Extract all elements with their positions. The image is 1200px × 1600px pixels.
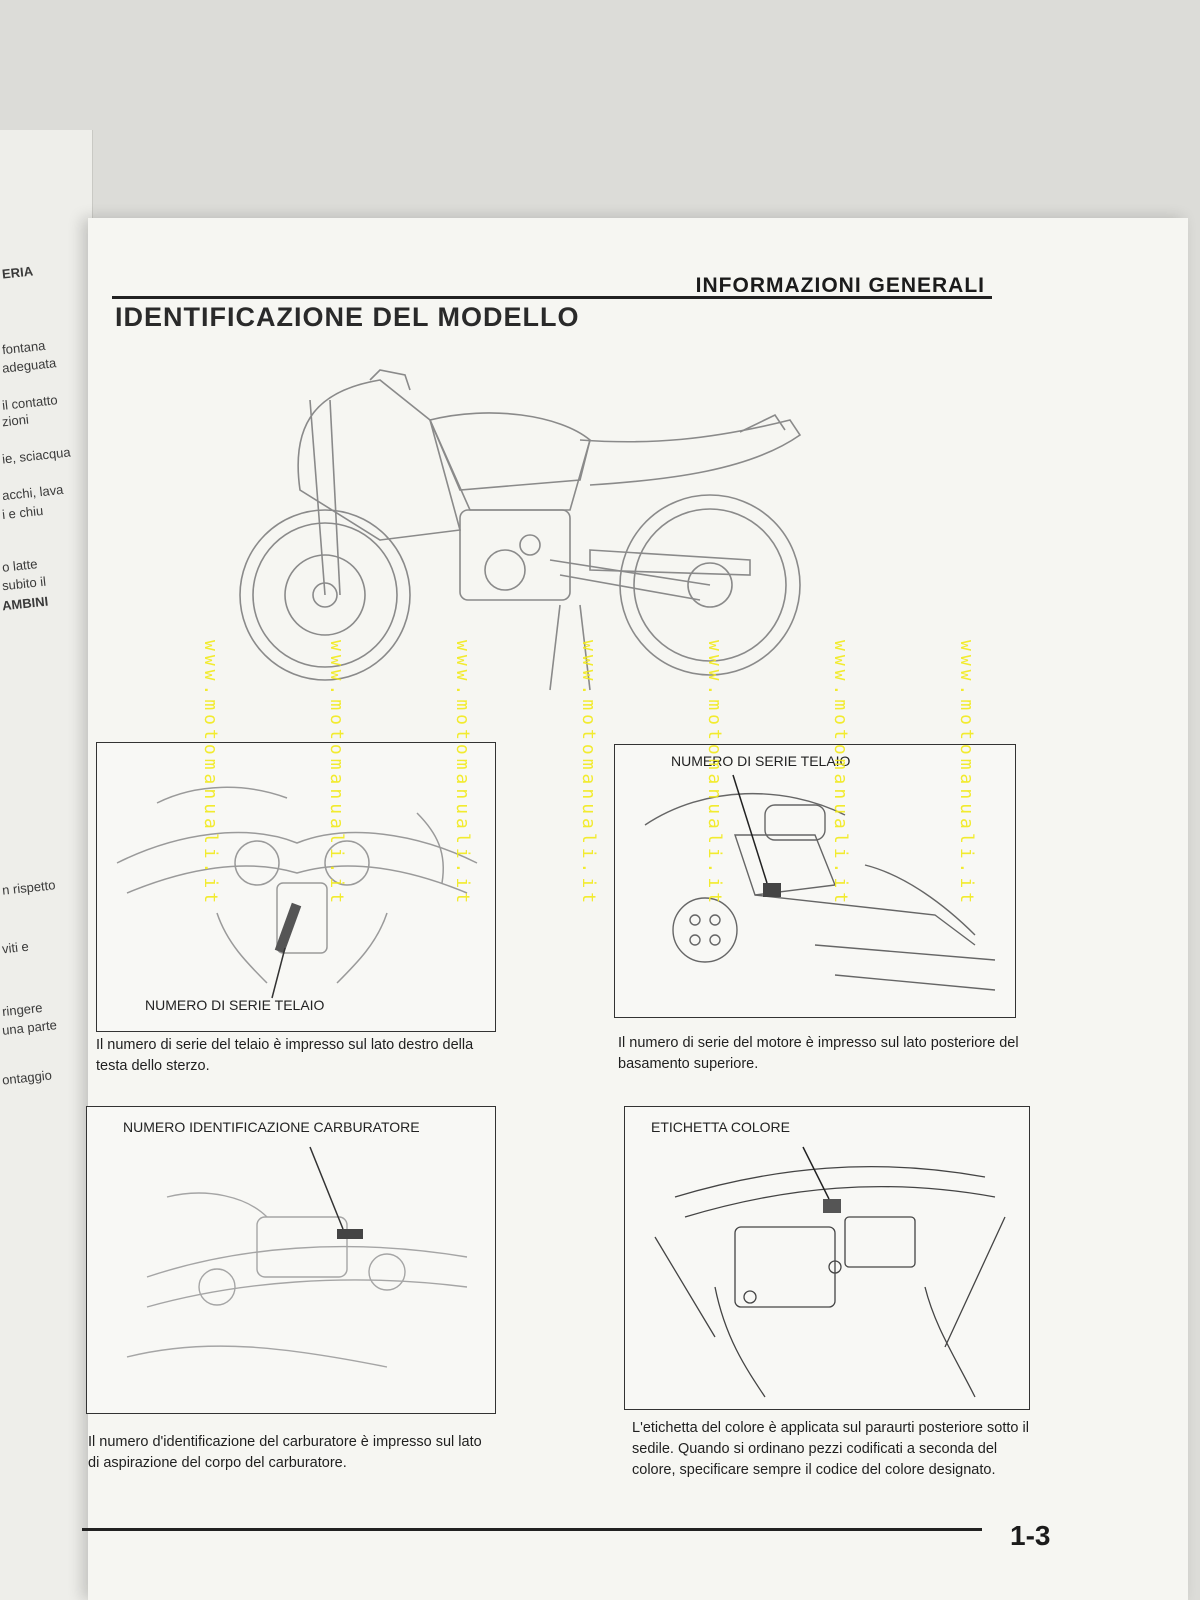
figure-label: NUMERO IDENTIFICAZIONE CARBURATORE	[123, 1119, 420, 1135]
figure-caption: L'etichetta del colore è applicata sul p…	[632, 1420, 1029, 1478]
figure-frame-serial: NUMERO DI SERIE TELAIO	[96, 742, 496, 1032]
prev-page-fragment: adeguata	[1, 355, 57, 376]
figure-label: NUMERO DI SERIE TELAIO	[145, 997, 325, 1013]
engine-serial-mark	[763, 883, 781, 897]
watermark: www.motomanuali.it	[956, 640, 977, 908]
prev-page-fragment: ERIA	[1, 263, 34, 282]
prev-page-fragment: fontana	[1, 337, 47, 358]
prev-page-fragment: i e chiu	[1, 502, 44, 523]
prev-page-fragment: acchi, lava	[1, 481, 65, 504]
section-title: INFORMAZIONI GENERALI	[695, 274, 985, 297]
figure-engine-serial: NUMERO DI SERIE TELAIO	[614, 744, 1016, 1018]
motorcycle-illustration	[239, 369, 802, 691]
figure-caption: Il numero d'identificazione del carburat…	[88, 1434, 482, 1471]
figure-caption: Il numero di serie del motore è impresso…	[618, 1035, 1019, 1072]
watermark: www.motomanuali.it	[704, 640, 725, 908]
handlebar-drawing	[116, 786, 478, 999]
figure-label: ETICHETTA COLORE	[651, 1119, 790, 1135]
prev-page-fragment: n rispetto	[1, 877, 57, 898]
leader-line	[732, 774, 768, 884]
carburetor-id-mark	[337, 1229, 363, 1239]
carburetor-drawing	[126, 1146, 468, 1368]
engine-drawing	[644, 774, 996, 991]
prev-page-fragment: ontaggio	[1, 1067, 53, 1088]
figure-carburetor: NUMERO IDENTIFICAZIONE CARBURATORE	[86, 1106, 496, 1414]
watermark: www.motomanuali.it	[200, 640, 221, 908]
figure-color-label: ETICHETTA COLORE	[624, 1106, 1030, 1410]
watermark: www.motomanuali.it	[326, 640, 347, 908]
watermark: www.motomanuali.it	[830, 640, 851, 908]
page-number: 1-3	[1010, 1520, 1051, 1551]
prev-page-fragment: o latte	[1, 556, 39, 575]
prev-page-fragment: ringere	[1, 999, 44, 1020]
prev-page-fragment: una parte	[1, 1017, 58, 1038]
figure-caption: Il numero di serie del telaio è impresso…	[96, 1037, 474, 1074]
prev-page-fragment: viti e	[1, 938, 30, 957]
serial-stamp-mark	[274, 902, 302, 954]
seat-area-drawing	[654, 1146, 1006, 1398]
watermark: www.motomanuali.it	[452, 640, 473, 908]
prev-page-fragment: AMBINI	[1, 593, 49, 614]
leader-line	[271, 947, 286, 999]
color-label-mark	[823, 1199, 841, 1213]
prev-page-fragment: il contatto	[1, 392, 59, 413]
leader-line	[309, 1146, 344, 1230]
footer-rule	[82, 1528, 982, 1531]
title-rule	[112, 296, 992, 299]
watermark: www.motomanuali.it	[578, 640, 599, 908]
figure-label: NUMERO DI SERIE TELAIO	[671, 753, 851, 769]
prev-page-fragment: ie, sciacqua	[1, 444, 72, 467]
previous-page-edge: ERIA fontana adeguata il contatto zioni …	[0, 130, 93, 1600]
page-title: IDENTIFICAZIONE DEL MODELLO	[115, 302, 580, 332]
leader-line	[802, 1146, 830, 1200]
prev-page-fragment: subito il	[1, 573, 47, 594]
prev-page-fragment: zioni	[1, 411, 30, 430]
